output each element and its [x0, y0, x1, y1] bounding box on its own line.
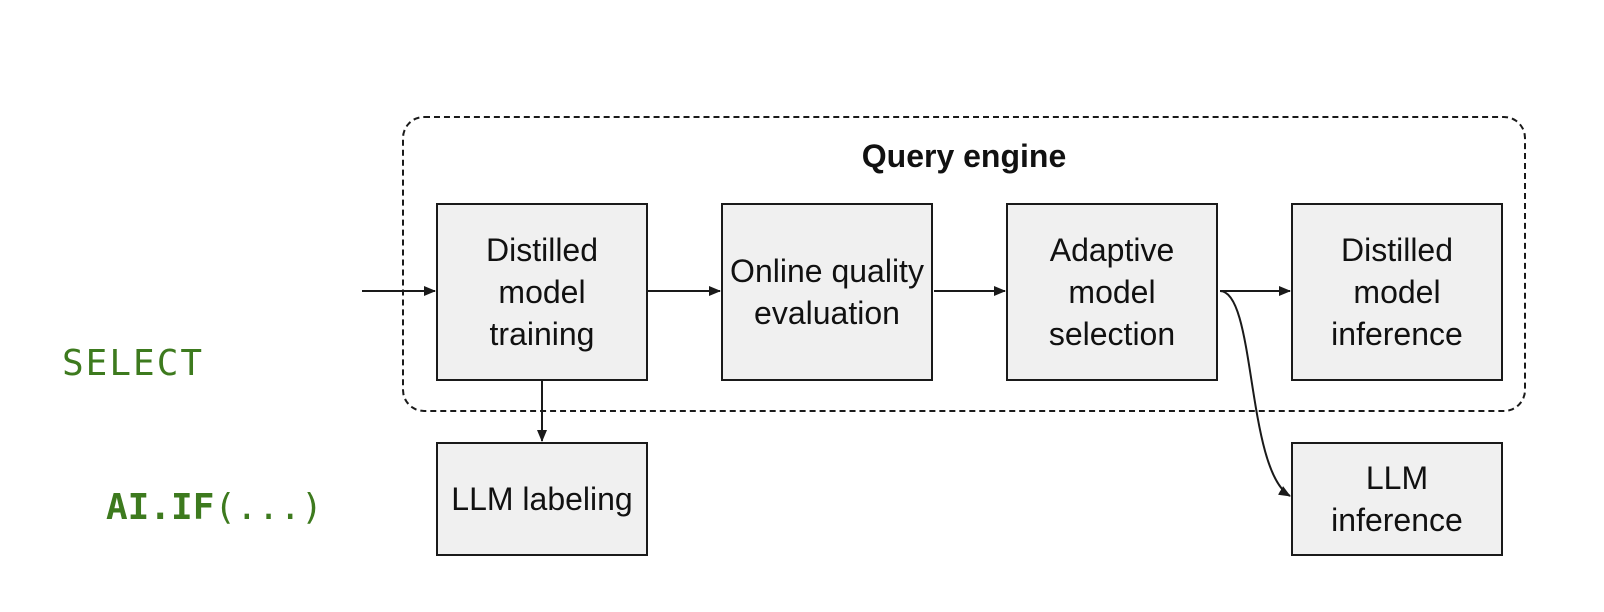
node-label: Distilled model training	[485, 232, 599, 352]
node-label: LLM inference	[1331, 460, 1463, 538]
arrow-selection-to-llm-inference	[1219, 290, 1291, 497]
node-label: LLM labeling	[451, 481, 633, 517]
sql-function-args: (...)	[214, 487, 323, 528]
node-label: Distilled model inference	[1331, 232, 1463, 352]
node-label: Online quality evaluation	[730, 253, 924, 331]
node-adaptive-model-selection: Adaptive model selection	[1006, 203, 1218, 381]
sql-select-keyword: SELECT	[62, 343, 205, 384]
sql-function-call: AI.IF(...)	[62, 484, 323, 532]
node-llm-inference: LLM inference	[1291, 442, 1503, 556]
node-online-quality-evaluation: Online quality evaluation	[721, 203, 933, 381]
query-engine-title: Query engine	[861, 138, 1067, 174]
node-distilled-model-training: Distilled model training	[436, 203, 648, 381]
sql-function-name: AI.IF	[106, 487, 215, 528]
node-label: Adaptive model selection	[1048, 232, 1176, 352]
query-engine-boundary	[402, 116, 1526, 412]
node-distilled-model-inference: Distilled model inference	[1291, 203, 1503, 381]
node-llm-labeling: LLM labeling	[436, 442, 648, 556]
sql-query-snippet: SELECT AI.IF(...)	[62, 244, 323, 580]
